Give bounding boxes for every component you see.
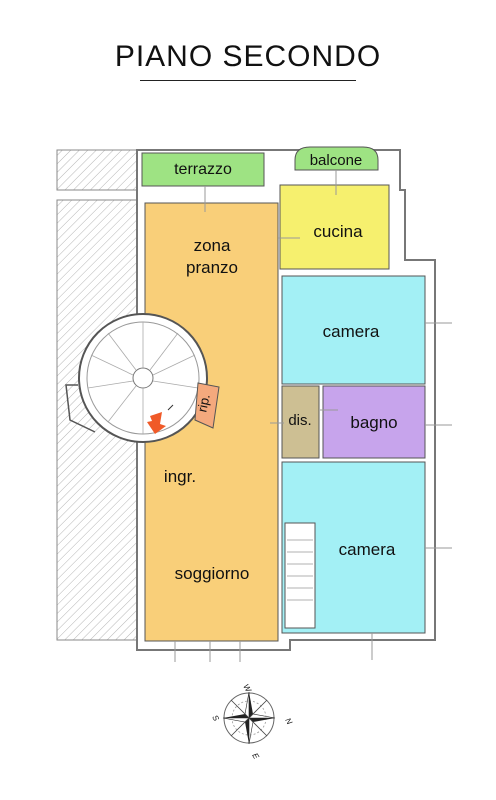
spiral-steps <box>87 322 199 434</box>
page-title: PIANO SECONDO <box>114 40 382 73</box>
room-bagno <box>322 385 426 459</box>
stair-direction-mark <box>167 404 174 411</box>
room-cucina <box>279 184 390 270</box>
outer-wall <box>136 149 436 651</box>
service-stair-steps <box>287 539 313 601</box>
hatched-area-top <box>56 149 138 191</box>
compass-s: S <box>210 714 221 724</box>
label-bagno: bagno <box>350 413 397 432</box>
spiral-core <box>132 367 154 389</box>
compass-e: E <box>250 752 261 762</box>
label-soggiorno: soggiorno <box>175 564 250 583</box>
room-camera-upper <box>281 275 426 385</box>
room-balcone <box>294 146 379 171</box>
service-staircase <box>284 522 316 629</box>
label-camera-upper: camera <box>323 322 380 341</box>
label-ingresso: ingr. <box>164 467 196 486</box>
title-underline <box>140 80 356 81</box>
entrance-arrow-icon <box>147 412 166 434</box>
stair-railing-left <box>65 384 96 433</box>
label-camera-lower: camera <box>339 540 396 559</box>
compass-n: N <box>283 717 294 727</box>
label-zona: zona <box>194 236 231 255</box>
label-pranzo: pranzo <box>186 258 238 277</box>
label-balcone: balcone <box>310 152 363 169</box>
label-cucina: cucina <box>313 222 363 241</box>
label-terrazzo: terrazzo <box>174 161 232 178</box>
label-rip: rip. <box>194 393 212 414</box>
compass-rose-icon <box>222 691 276 745</box>
room-rip <box>194 382 220 429</box>
room-terrazzo <box>141 152 265 187</box>
room-disimpegno <box>281 385 320 459</box>
label-dis: dis. <box>288 412 311 429</box>
window-marks <box>174 170 452 662</box>
